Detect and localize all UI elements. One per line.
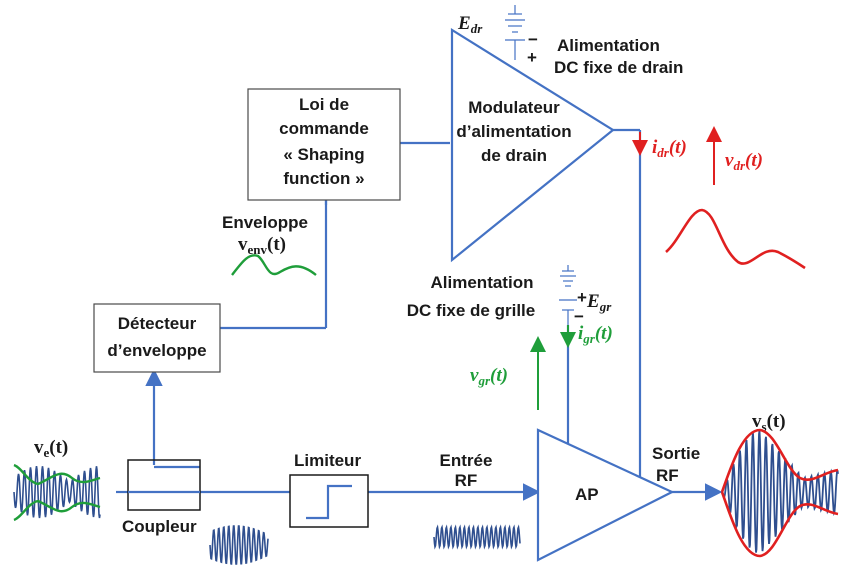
drain-modulator-triangle <box>450 28 615 263</box>
output-rf-waveform <box>721 430 839 553</box>
drain-battery-icon <box>505 5 525 60</box>
power-amplifier-triangle <box>536 428 675 562</box>
limited-rf-waveform <box>433 524 521 550</box>
wires <box>116 128 723 501</box>
rf-input-label-1: Entrée <box>440 451 493 470</box>
output-envelope-top <box>720 428 839 493</box>
detector-label-1: Détecteur <box>118 314 197 333</box>
limiter-box <box>289 474 369 528</box>
vgr-label: vgr(t) <box>470 365 508 388</box>
coupled-rf-waveform <box>209 525 269 565</box>
vs-label: vs(t) <box>752 411 786 434</box>
gate-supply-label-2: DC fixe de grille <box>407 301 535 320</box>
rf-output-label-1: Sortie <box>652 444 700 463</box>
output-envelope-bottom <box>720 491 839 558</box>
modulator-label-1: Modulateur <box>468 98 560 117</box>
modulator-label-3: de drain <box>481 146 547 165</box>
egr-plus-sign: + <box>577 288 587 307</box>
egr-label: Egr <box>586 291 612 314</box>
venv-label: venv(t) <box>238 234 286 257</box>
shaping-function-box <box>247 88 401 201</box>
drain-voltage-waveform <box>665 208 806 270</box>
coupler-label: Coupleur <box>122 517 197 536</box>
gate-battery-icon <box>559 265 577 325</box>
input-envelope-bottom <box>13 499 101 522</box>
idr-label: idr(t) <box>652 137 687 160</box>
edr-plus-sign: + <box>527 48 537 67</box>
drain-supply-label-1: Alimentation <box>557 36 660 55</box>
limiter-characteristic-icon <box>306 484 352 520</box>
edr-minus-sign: − <box>528 30 538 49</box>
shaping-label-3: « Shaping <box>283 145 364 164</box>
rf-output-label-2: RF <box>656 466 679 485</box>
coupler-box <box>127 459 201 511</box>
igr-label: igr(t) <box>578 323 613 346</box>
limiter-label: Limiteur <box>294 451 361 470</box>
rf-input-label-2: RF <box>455 471 478 490</box>
envelope-label: Enveloppe <box>222 213 308 232</box>
gate-supply-label-1: Alimentation <box>431 273 534 292</box>
shaping-label-4: function » <box>283 169 364 188</box>
envelope-waveform <box>231 254 317 276</box>
egr-minus-sign: − <box>574 307 584 326</box>
ve-label: ve(t) <box>34 437 68 460</box>
modulator-label-2: d’alimentation <box>456 122 571 141</box>
shaping-label-1: Loi de <box>299 95 349 114</box>
vdr-label: vdr(t) <box>725 150 763 173</box>
input-envelope-top <box>13 463 101 486</box>
envelope-detector-box <box>93 303 221 373</box>
amplifier-label: AP <box>575 485 599 504</box>
edr-label: Edr <box>457 13 483 36</box>
detector-label-2: d’enveloppe <box>107 341 206 360</box>
shaping-label-2: commande <box>279 119 369 138</box>
drain-supply-label-2: DC fixe de drain <box>554 58 683 77</box>
